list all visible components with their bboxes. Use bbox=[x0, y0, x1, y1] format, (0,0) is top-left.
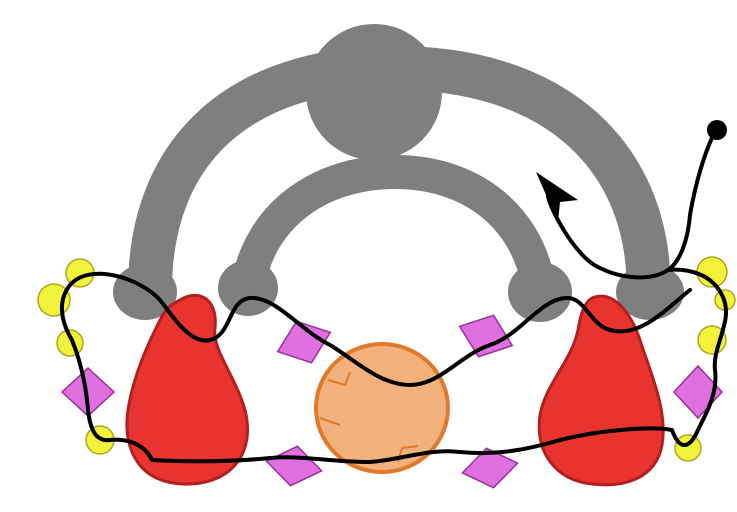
magenta-diamond-1 bbox=[276, 320, 332, 364]
right-inner-foot bbox=[508, 262, 572, 322]
magenta-diamond-5 bbox=[461, 447, 519, 489]
inner-arch bbox=[231, 154, 555, 302]
gray-scaffold bbox=[113, 24, 684, 322]
trajectory-line bbox=[60, 128, 728, 464]
yellow-bead-7 bbox=[674, 434, 702, 462]
magenta-diamond-4 bbox=[265, 445, 323, 487]
orange-core bbox=[314, 342, 450, 474]
start-dot-icon bbox=[707, 120, 727, 140]
arrow-head-icon bbox=[536, 172, 578, 222]
left-inner-foot bbox=[218, 260, 278, 316]
left-red-lobe bbox=[125, 293, 250, 486]
top-ball bbox=[306, 24, 442, 160]
